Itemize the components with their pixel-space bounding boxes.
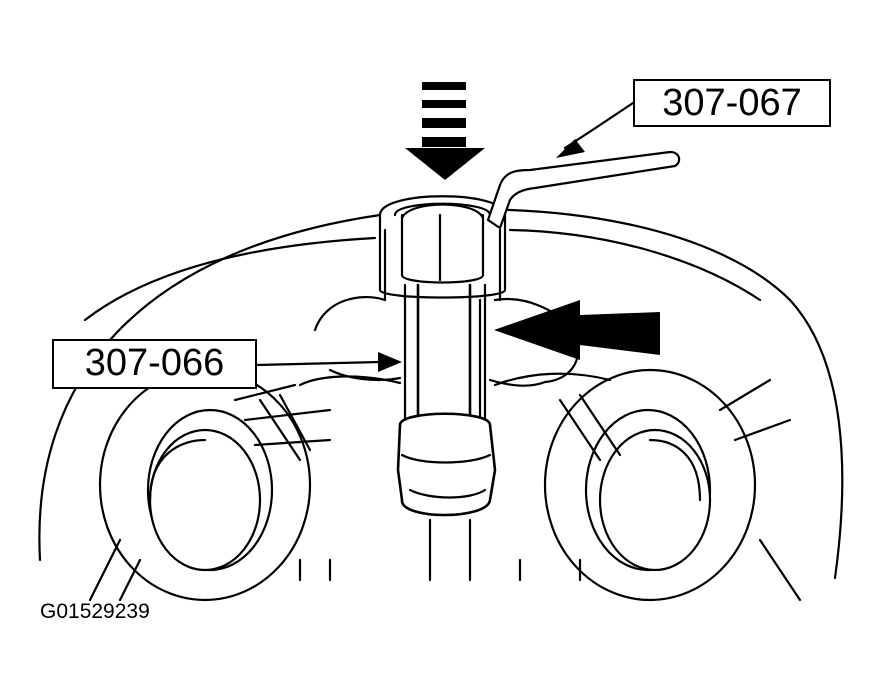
right-hub <box>598 428 712 572</box>
right-ring <box>543 368 757 602</box>
leader-067 <box>563 101 635 150</box>
boss-rim-right <box>493 372 612 387</box>
left-hub <box>148 428 262 572</box>
down-arrow-icon <box>405 82 485 180</box>
housing-inner-left <box>83 236 377 322</box>
leader-066-arrowhead <box>378 352 402 372</box>
tool-callout-307-066: 307-066 <box>52 339 257 389</box>
figure-id-label: G01529239 <box>40 600 150 623</box>
tool-callout-307-067: 307-067 <box>633 79 831 127</box>
boss-rim-left <box>298 375 402 387</box>
bolt-head <box>400 213 485 284</box>
leader-066 <box>255 360 382 367</box>
leader-067-arrowhead <box>556 139 585 158</box>
left-arrow-icon <box>494 300 660 360</box>
hex-key <box>486 150 681 230</box>
housing-inner-right <box>508 228 762 302</box>
tool-nut <box>396 412 497 517</box>
